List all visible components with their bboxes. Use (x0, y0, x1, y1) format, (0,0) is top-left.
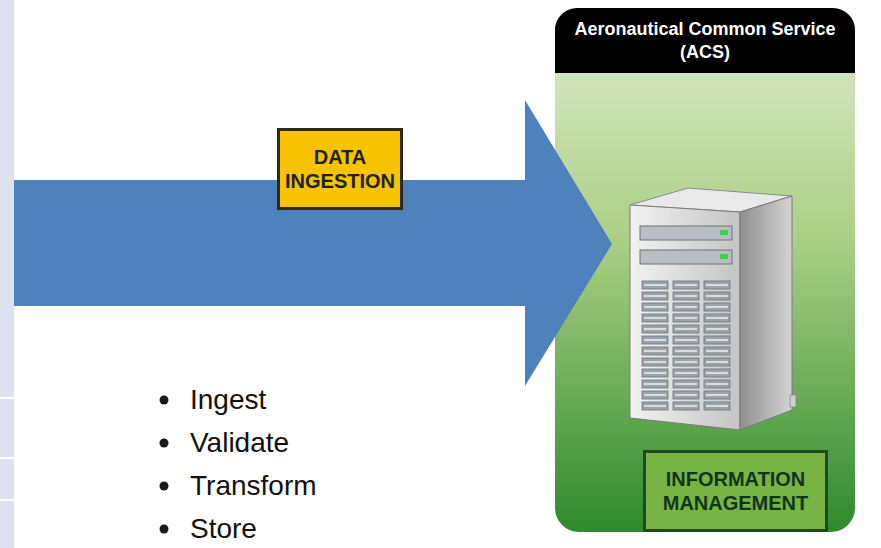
server-icon (630, 188, 796, 430)
box-label: INFORMATION MANAGEMENT (650, 467, 821, 515)
box-label: DATA INGESTION (284, 145, 396, 193)
bullet-item: Transform (190, 464, 317, 507)
bullet-item: Validate (190, 421, 317, 464)
flow-arrow (14, 100, 612, 386)
process-box: INFORMATION MANAGEMENT (643, 450, 828, 532)
bullet-item: Ingest (190, 378, 317, 421)
side-strip (0, 0, 14, 548)
service-container: Aeronautical Common Service (ACS) INFORMA… (555, 8, 855, 532)
bullet-item: Store (190, 507, 317, 548)
service-panel (555, 8, 855, 532)
bullet-dots (160, 396, 169, 534)
bullet-list: IngestValidateTransformStore (190, 378, 317, 548)
header-title: Aeronautical Common Service (ACS) (555, 8, 855, 73)
process-box: DATA INGESTION (277, 128, 403, 210)
